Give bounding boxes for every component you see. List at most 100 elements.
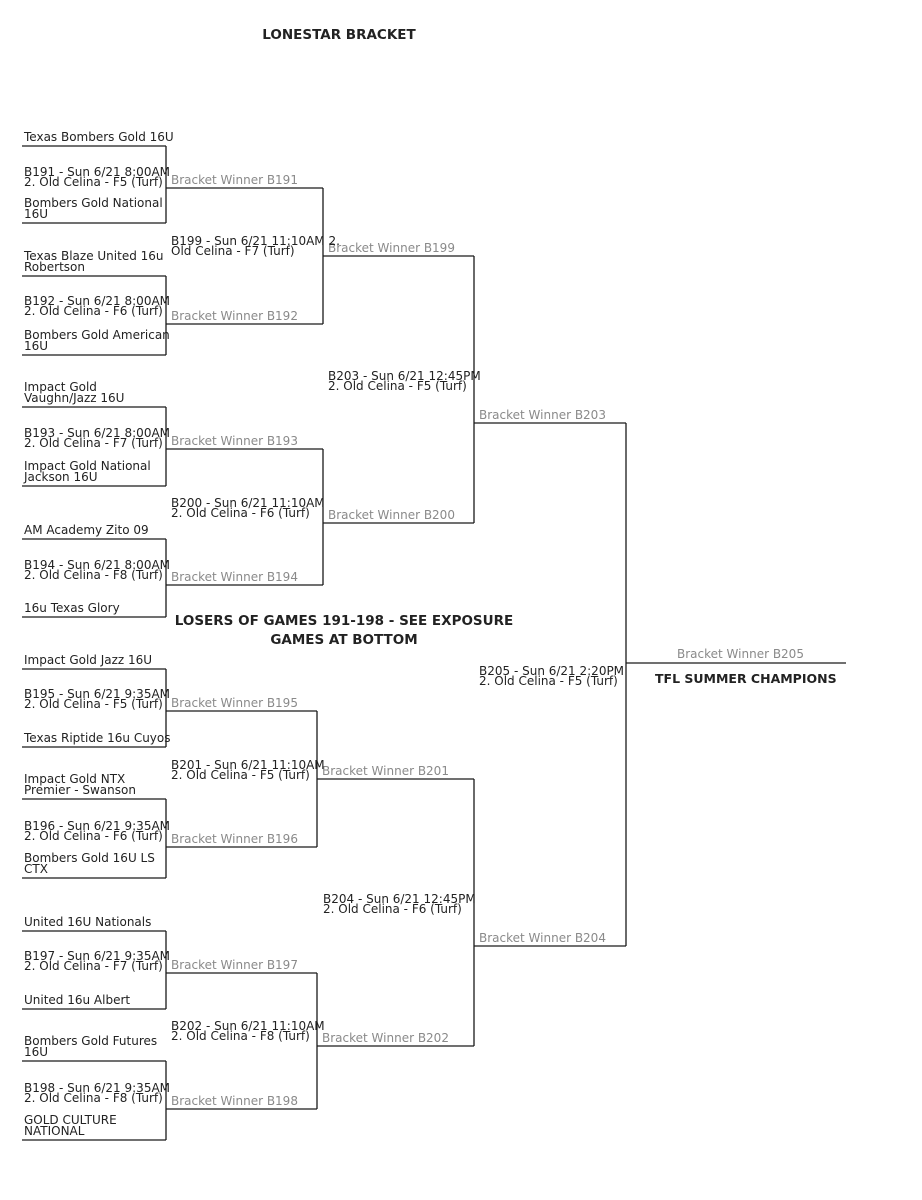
team-name: AM Academy Zito 09 [24,523,149,537]
team-name-line-1: Impact Gold Jazz 16U [24,653,153,667]
game-caption-line-2: 2. Old Celina - F5 (Turf) [24,175,163,189]
winner-label: Bracket Winner B204 [479,931,606,945]
team-name-line-1: Bombers Gold American [24,328,170,342]
team-name: Texas Bombers Gold 16U [24,130,174,144]
winner-label: Bracket Winner B191 [171,173,298,187]
winner-label: Bracket Winner B199 [328,241,455,255]
game-caption-line-1: B198 - Sun 6/21 9:35AM [24,1081,171,1095]
champion-label: TFL SUMMER CHAMPIONS [655,671,837,686]
team-name-line-1: Impact Gold [24,380,97,394]
game-caption-line-1: B199 - Sun 6/21 11:10AM 2. [171,234,340,248]
game-caption-line-2: Old Celina - F7 (Turf) [171,244,295,258]
game-caption-line-1: B193 - Sun 6/21 8:00AM [24,426,171,440]
game-caption-line-1: B192 - Sun 6/21 8:00AM [24,294,171,308]
team-name: Impact Gold Jazz 16U [24,653,153,667]
game-caption-line-1: B201 - Sun 6/21 11:10AM [171,758,325,772]
team-name-line-2: Jackson 16U [24,470,98,484]
winner-label: Bracket Winner B197 [171,958,298,972]
game-caption-line-2: 2. Old Celina - F6 (Turf) [171,506,310,520]
winner-label: Bracket Winner B196 [171,832,298,846]
game-caption-line-1: B203 - Sun 6/21 12:45PM [328,369,481,383]
team-name-line-1: Impact Gold NTX [24,772,126,786]
bracket-title: LONESTAR BRACKET [262,27,416,43]
winner-label: Bracket Winner B203 [479,408,606,422]
team-name-line-1: AM Academy Zito 09 [24,523,149,537]
winner-label: Bracket Winner B192 [171,309,298,323]
team-name-line-2: Premier - Swanson [24,783,136,797]
team-name-line-1: Texas Blaze United 16u [24,249,164,263]
team-name-line-1: Texas Riptide 16u Cuyos [24,731,171,745]
team-name-line-1: United 16u Albert [24,993,131,1007]
team-name-line-2: NATIONAL [24,1124,85,1138]
team-name-line-1: Bombers Gold 16U LS [24,851,155,865]
game-caption-line-2: 2. Old Celina - F7 (Turf) [24,436,163,450]
team-name: 16u Texas Glory [24,601,120,615]
game-caption-line-1: B191 - Sun 6/21 8:00AM [24,165,171,179]
game-caption-line-2: 2. Old Celina - F6 (Turf) [323,902,462,916]
team-name-line-1: GOLD CULTURE [24,1113,117,1127]
game-caption-line-2: 2. Old Celina - F5 (Turf) [479,674,618,688]
team-name: United 16u Albert [24,993,131,1007]
team-name-line-1: Bombers Gold National [24,196,163,210]
game-caption-line-1: B197 - Sun 6/21 9:35AM [24,949,171,963]
winner-label: Bracket Winner B201 [322,764,449,778]
winner-label: Bracket Winner B205 [677,647,804,661]
game-caption-line-2: 2. Old Celina - F6 (Turf) [24,304,163,318]
team-name-line-1: Texas Bombers Gold 16U [24,130,174,144]
winner-label: Bracket Winner B194 [171,570,298,584]
winner-label: Bracket Winner B202 [322,1031,449,1045]
team-name: United 16U Nationals [24,915,152,929]
game-caption-line-2: 2. Old Celina - F6 (Turf) [24,829,163,843]
team-name: Texas Riptide 16u Cuyos [24,731,171,745]
losers-note-line-1: LOSERS OF GAMES 191-198 - SEE EXPOSURE [174,613,514,629]
game-caption-line-1: B194 - Sun 6/21 8:00AM [24,558,171,572]
losers-note-line-2: GAMES AT BOTTOM [270,632,418,648]
game-caption-line-1: B196 - Sun 6/21 9:35AM [24,819,171,833]
team-name-line-2: Vaughn/Jazz 16U [24,391,125,405]
team-name-line-2: 16U [24,339,49,353]
team-name-line-2: 16U [24,1045,49,1059]
team-name-line-2: CTX [24,862,48,876]
game-caption-line-1: B202 - Sun 6/21 11:10AM [171,1019,325,1033]
winner-label: Bracket Winner B198 [171,1094,298,1108]
game-caption: B199 - Sun 6/21 11:10AM 2.Old Celina - F… [171,234,340,258]
game-caption-line-1: B205 - Sun 6/21 2:20PM [479,664,625,678]
winner-label: Bracket Winner B195 [171,696,298,710]
game-caption-line-2: 2. Old Celina - F5 (Turf) [24,697,163,711]
game-caption-line-2: 2. Old Celina - F8 (Turf) [24,568,163,582]
team-name-line-1: United 16U Nationals [24,915,152,929]
winner-label: Bracket Winner B193 [171,434,298,448]
game-caption-line-2: 2. Old Celina - F8 (Turf) [24,1091,163,1105]
game-caption-line-1: B195 - Sun 6/21 9:35AM [24,687,171,701]
team-name-line-1: 16u Texas Glory [24,601,120,615]
game-caption-line-2: 2. Old Celina - F8 (Turf) [171,1029,310,1043]
team-name-line-2: Robertson [24,260,85,274]
team-name-line-1: Impact Gold National [24,459,151,473]
game-caption-line-2: 2. Old Celina - F7 (Turf) [24,959,163,973]
game-caption-line-2: 2. Old Celina - F5 (Turf) [328,379,467,393]
winner-label: Bracket Winner B200 [328,508,455,522]
